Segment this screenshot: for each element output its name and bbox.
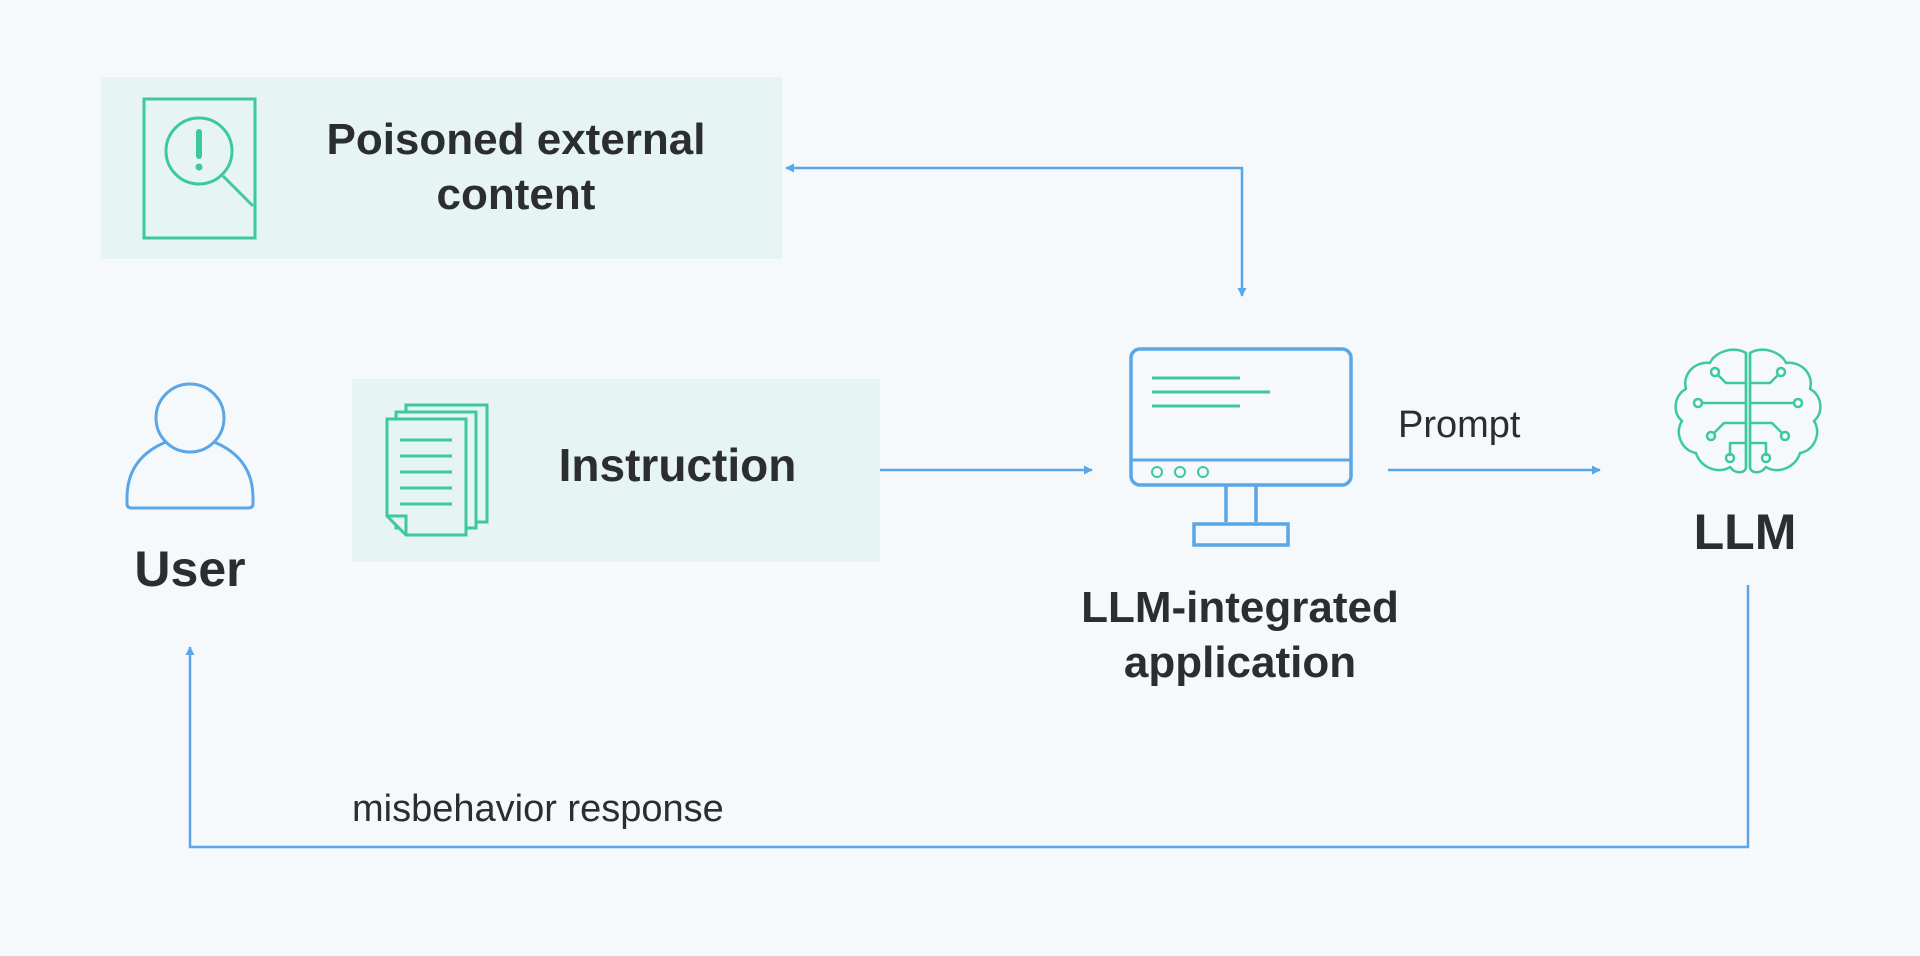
poisoned-content-box (101, 77, 782, 259)
arrow-poisoned-app (785, 163, 1247, 297)
user-label: User (134, 541, 246, 597)
poisoned-content-label: Poisoned external content (326, 115, 706, 219)
monitor-icon (1129, 347, 1353, 547)
brain-circuit-icon (1674, 348, 1822, 474)
arrow-misbehavior (185, 585, 1750, 849)
app-label: LLM-integrated application (1081, 583, 1399, 687)
llm-label: LLM (1693, 504, 1797, 560)
misbehavior-edge-label: misbehavior response (352, 788, 724, 830)
instruction-label: Instruction (558, 439, 797, 491)
document-warning-icon (142, 97, 257, 240)
user-icon (125, 382, 255, 510)
documents-stack-icon (385, 403, 489, 537)
prompt-edge-label: Prompt (1398, 404, 1521, 446)
